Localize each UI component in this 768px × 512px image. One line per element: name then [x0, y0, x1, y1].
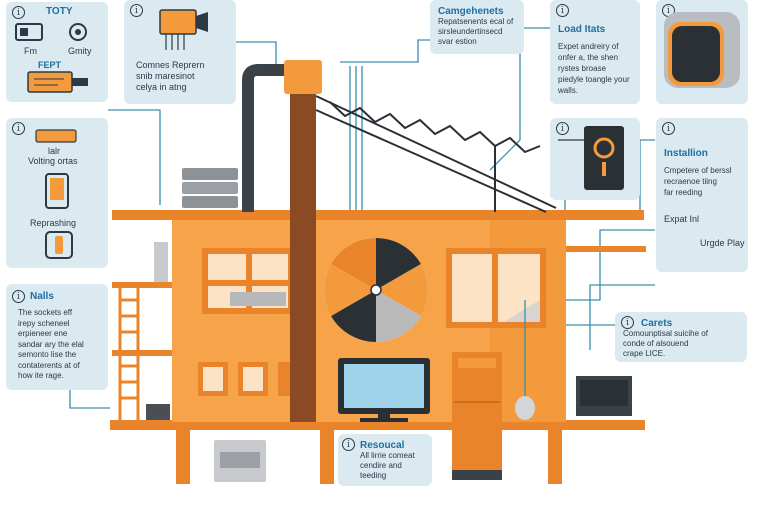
crane-truss: [315, 95, 557, 213]
info-icon: i: [12, 6, 25, 19]
speaker-icon: [664, 12, 740, 88]
camera-text: Comnes Reprern snib maresinot celya in a…: [136, 60, 205, 92]
wiring-card: i lalr Volting ortas Reprashing: [6, 118, 108, 268]
roof-slab: [112, 210, 644, 220]
load-text: Expet andreiry of onfer a, the shen ryst…: [558, 42, 630, 95]
info-icon: i: [12, 122, 25, 135]
toty-sublabel: FEPT: [38, 60, 62, 70]
components-text: Repatsenents ecal of sirsleundertinsecd …: [438, 17, 514, 46]
resource-text: All lirrie comeat cendire and teeding: [360, 451, 415, 480]
carets-text: Comounptisal suicihe of conde of alsouen…: [623, 329, 708, 358]
toty-label-right: Gmity: [68, 46, 92, 56]
speaker-card: i: [656, 0, 748, 104]
installation-text: Cmpetere of berssl recraenoe tiing far r…: [664, 166, 732, 197]
info-icon: i: [556, 122, 569, 135]
installation-title: Installion: [664, 148, 708, 159]
installation-label-b: Urgde Play: [700, 238, 745, 248]
resource-card: i Resoucal All lirrie comeat cendire and…: [338, 434, 432, 486]
components-card: Camgehenets Repatsenents ecal of sirsleu…: [430, 0, 524, 54]
toty-label-left: Fm: [24, 46, 37, 56]
info-icon: i: [342, 438, 355, 451]
installation-label-a: Expat Inl: [664, 214, 700, 224]
info-icon: i: [556, 4, 569, 17]
resource-title: Resoucal: [360, 440, 405, 451]
toty-title: TOTY: [46, 6, 73, 17]
nails-title: Nalls: [30, 291, 54, 302]
camera-card: i Comnes Reprern snib maresinot celya in…: [124, 0, 236, 104]
control-panel-icon: [558, 126, 624, 190]
camera-icon: [159, 9, 208, 50]
load-title: Load Itats: [558, 24, 606, 35]
info-icon: i: [662, 122, 675, 135]
info-icon: i: [621, 316, 634, 329]
turbine-wheel: [324, 238, 428, 342]
wiring-icons: [35, 129, 77, 259]
info-icon: i: [12, 290, 25, 303]
wiring-label-top: lalr: [48, 146, 61, 156]
load-card: i Load Itats Expet andreiry of onfer a, …: [550, 0, 640, 104]
wiring-label-bottom: Reprashing: [30, 218, 77, 228]
device-icons: [15, 23, 88, 93]
installation-card: i Installion Cmpetere of berssl recraeno…: [656, 118, 748, 272]
nails-text: The sockets eff irepy scheneel erpieneer…: [18, 308, 84, 380]
central-pillar: [290, 82, 316, 422]
cabinet: [452, 352, 502, 472]
carets-title: Carets: [641, 318, 673, 329]
toty-card: i TOTY Fm Gmity FEPT: [6, 2, 108, 102]
carets-card: i Carets Comounptisal suicihe of conde o…: [615, 312, 747, 362]
wiring-label-mid: Volting ortas: [28, 156, 78, 166]
components-title: Camgehenets: [438, 6, 504, 17]
info-icon: i: [130, 4, 143, 17]
top-junction-box: [284, 60, 322, 94]
nails-card: i Nalls The sockets eff irepy scheneel e…: [6, 284, 108, 390]
control-card: i: [550, 118, 640, 200]
